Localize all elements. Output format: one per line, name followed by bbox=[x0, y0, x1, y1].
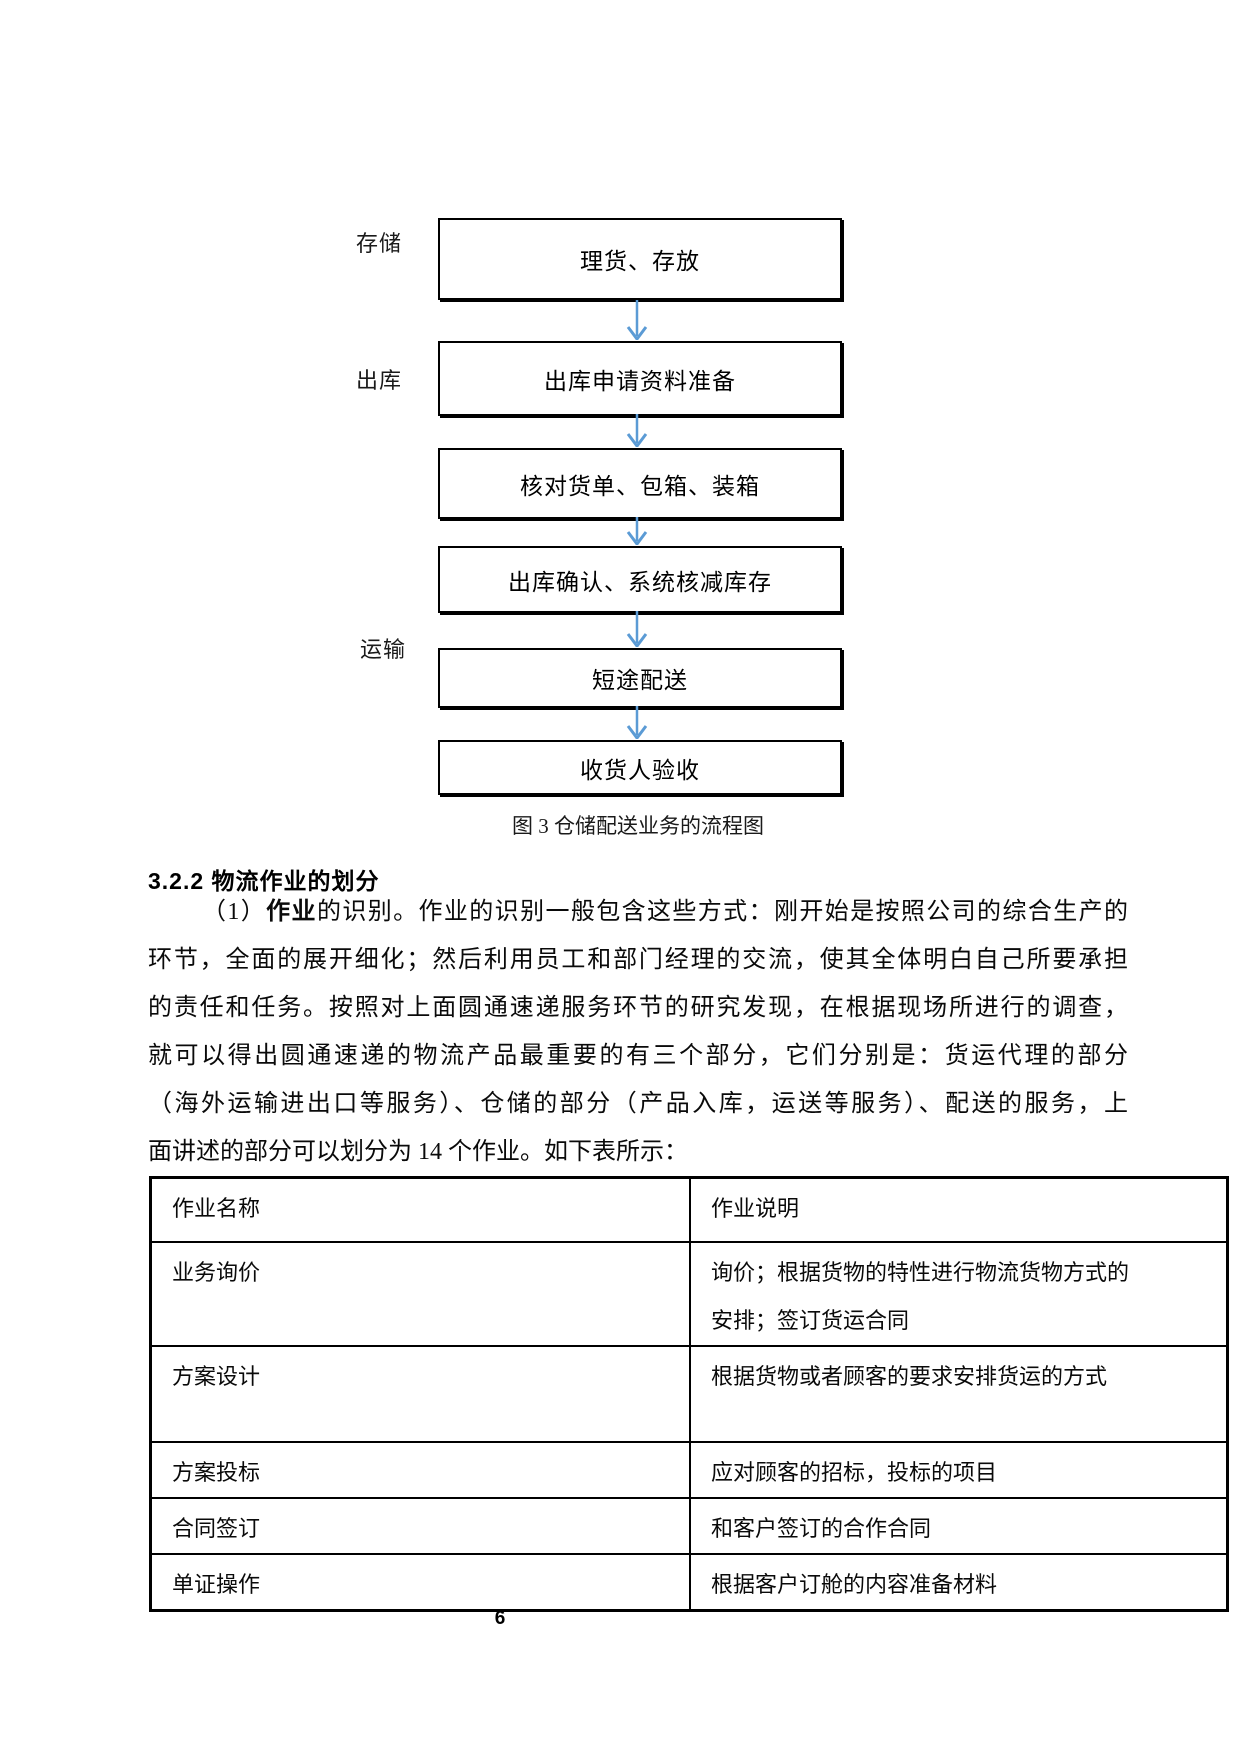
paragraph-line: 环节，全面的展开细化；然后利用员工和部门经理的交流，使其全体明白自己所要承担 bbox=[148, 947, 1128, 973]
flow-step-box: 收货人验收 bbox=[438, 740, 842, 795]
cell-operation-desc: 根据客户订舱的内容准备材料 bbox=[689, 1552, 1229, 1611]
paragraph-line: 就可以得出圆通速递的物流产品最重要的有三个部分，它们分别是：货运代理的部分 bbox=[148, 1043, 1128, 1069]
table-row: 单证操作 根据客户订舱的内容准备材料 bbox=[149, 1552, 1229, 1611]
cell-operation-desc: 根据货物或者顾客的要求安排货运的方式 bbox=[689, 1344, 1229, 1443]
paragraph-line: 的责任和任务。按照对上面圆通速递服务环节的研究发现，在根据现场所进行的调查， bbox=[148, 995, 1128, 1021]
table-header-row: 作业名称 作业说明 bbox=[149, 1176, 1229, 1243]
flow-arrow-icon bbox=[626, 300, 648, 340]
page-number: 6 bbox=[494, 1608, 506, 1629]
cell-operation-name: 业务询价 bbox=[149, 1240, 691, 1347]
column-header-operation-desc: 作业说明 bbox=[689, 1176, 1229, 1243]
stage-label-storage: 存储 bbox=[356, 231, 403, 256]
paragraph-line-text: 的识别。作业的识别一般包含这些方式：刚开始是按照公司的综合生产的 bbox=[316, 899, 1129, 925]
flow-arrow-icon bbox=[626, 414, 648, 447]
table-row: 业务询价 询价；根据货物的特性进行物流货物方式的 安排；签订货运合同 bbox=[149, 1240, 1229, 1347]
table-row: 合同签订 和客户签订的合作合同 bbox=[149, 1496, 1229, 1555]
cell-operation-name: 方案设计 bbox=[149, 1344, 691, 1443]
table-row: 方案投标 应对顾客的招标，投标的项目 bbox=[149, 1440, 1229, 1499]
flow-arrow-icon bbox=[626, 517, 648, 545]
cell-operation-name: 合同签订 bbox=[149, 1496, 691, 1555]
paragraph-line: （海外运输进出口等服务）、仓储的部分（产品入库，运送等服务）、配送的服务，上 bbox=[148, 1091, 1128, 1117]
operations-table: 作业名称 作业说明 业务询价 询价；根据货物的特性进行物流货物方式的 安排；签订… bbox=[149, 1176, 1229, 1612]
flow-step-box: 出库申请资料准备 bbox=[438, 341, 842, 416]
body-paragraph: （1）作业的识别。作业的识别一般包含这些方式：刚开始是按照公司的综合生产的 环节… bbox=[148, 888, 1128, 1176]
section-heading: 3.2.2 物流作业的划分 bbox=[148, 868, 380, 894]
flow-step-box: 出库确认、系统核减库存 bbox=[438, 546, 842, 613]
flow-step-box: 理货、存放 bbox=[438, 218, 842, 300]
cell-operation-desc: 应对顾客的招标，投标的项目 bbox=[689, 1440, 1229, 1499]
cell-operation-desc: 和客户签订的合作合同 bbox=[689, 1496, 1229, 1555]
table-row: 方案设计 根据货物或者顾客的要求安排货运的方式 bbox=[149, 1344, 1229, 1443]
flow-arrow-icon bbox=[626, 706, 648, 739]
paragraph-line: （1）作业的识别。作业的识别一般包含这些方式：刚开始是按照公司的综合生产的 bbox=[148, 888, 1128, 936]
stage-label-outbound: 出库 bbox=[356, 368, 403, 393]
flow-step-box: 核对货单、包箱、装箱 bbox=[438, 448, 842, 519]
cell-operation-desc: 询价；根据货物的特性进行物流货物方式的 安排；签订货运合同 bbox=[689, 1240, 1229, 1347]
paragraph-line-prefix: （1） bbox=[202, 899, 267, 925]
cell-operation-name: 单证操作 bbox=[149, 1552, 691, 1611]
flow-arrow-icon bbox=[626, 611, 648, 647]
column-header-operation-name: 作业名称 bbox=[149, 1176, 691, 1243]
flow-step-box: 短途配送 bbox=[438, 648, 842, 708]
paragraph-line: 面讲述的部分可以划分为 14 个作业。如下表所示： bbox=[148, 1139, 688, 1165]
cell-operation-name: 方案投标 bbox=[149, 1440, 691, 1499]
paragraph-bold-term: 作业 bbox=[266, 898, 317, 925]
stage-label-transport: 运输 bbox=[360, 637, 407, 662]
figure-caption: 图 3 仓储配送业务的流程图 bbox=[512, 814, 764, 838]
